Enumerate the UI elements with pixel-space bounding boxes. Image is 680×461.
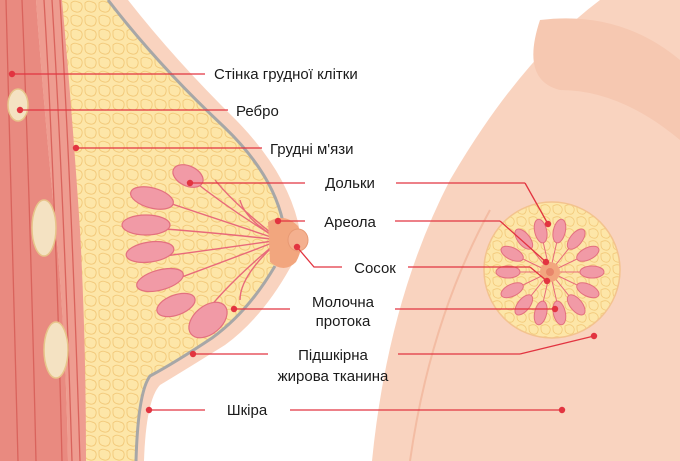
label-milk-duct-line1: Молочна [312,294,375,311]
label-nipple: Сосок [354,260,396,277]
nipple-right [546,268,554,276]
dot-nipple-left [294,244,300,250]
rib-1 [8,89,28,121]
dot-duct-left [231,306,237,312]
dot-skin-right [559,407,565,413]
dot-fat-right [591,333,597,339]
dot-areola-left [275,218,281,224]
label-lobules: Дольки [325,175,375,192]
dot-lobule-left [187,180,193,186]
rib-2 [32,200,56,256]
label-areola: Ареола [324,214,376,231]
dot-duct-right [552,306,558,312]
dot-areola-right [543,259,549,265]
label-pectoral-muscles: Грудні м'язи [270,141,354,158]
label-rib: Ребро [236,103,279,120]
dot-skin-left [146,407,152,413]
dot-rib [17,107,23,113]
frontal-view [372,0,680,461]
dot-fat-left [190,351,196,357]
dot-pectoral [73,145,79,151]
lobule [580,266,604,278]
label-skin: Шкіра [227,402,268,419]
dot-chest-wall [9,71,15,77]
dot-lobule-right [545,221,551,227]
label-milk-duct-line2: протока [316,313,371,330]
label-chest-wall: Стінка грудної клітки [214,66,358,83]
rib-3 [44,322,68,378]
lobule [496,266,520,278]
dot-nipple-right [544,278,550,284]
label-fat-line1: Підшкірна [298,347,368,364]
label-fat-line2: жирова тканина [278,368,389,385]
